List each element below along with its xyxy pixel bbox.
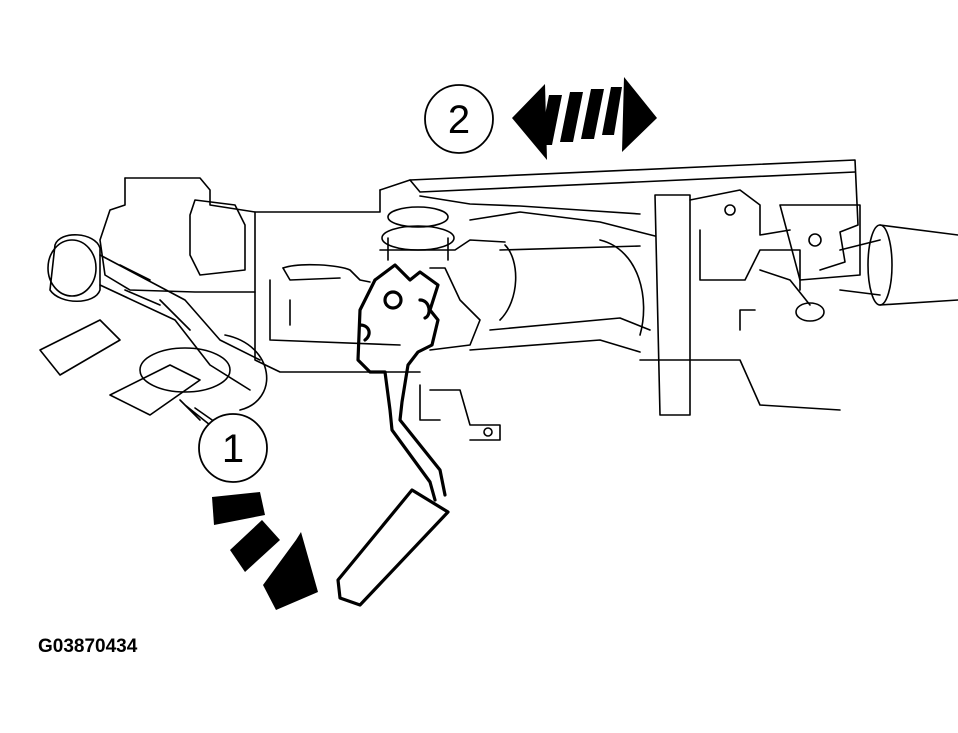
callout-1-number: 1 xyxy=(222,427,244,471)
callout-1-circle xyxy=(198,413,268,483)
lock-cylinder-assembly xyxy=(39,177,268,426)
figure-code: G03870434 xyxy=(38,636,138,657)
tilt-release-lever xyxy=(336,263,450,607)
callout-2-circle xyxy=(424,84,494,154)
callout-1: 1 xyxy=(198,413,318,610)
column-bracket xyxy=(639,189,958,416)
callout-2-number: 2 xyxy=(448,98,470,142)
curved-arrow-icon xyxy=(212,492,318,610)
column-housing xyxy=(254,159,859,373)
callout-2: 2 xyxy=(424,77,657,160)
double-headed-arrow-icon xyxy=(512,77,657,160)
tilt-mechanism xyxy=(282,206,645,441)
